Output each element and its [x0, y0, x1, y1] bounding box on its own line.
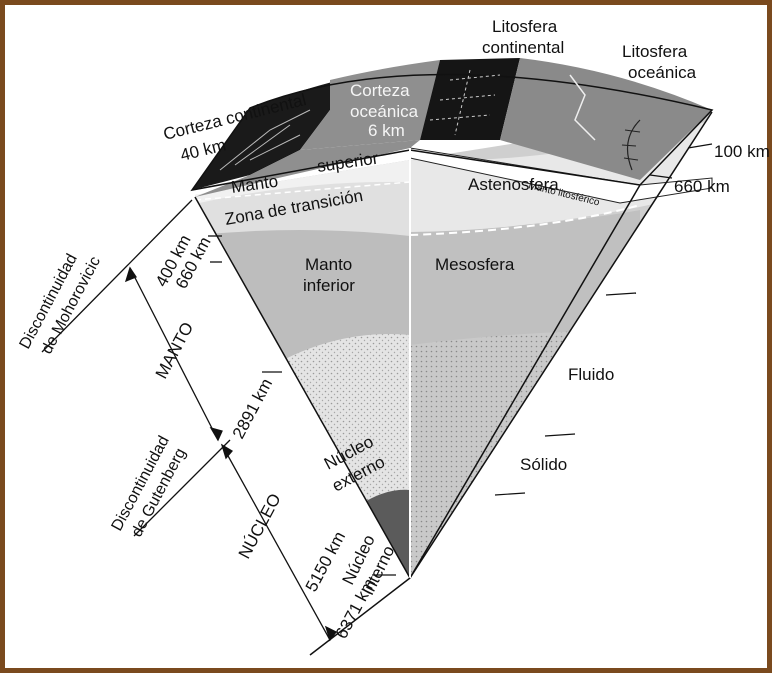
label-litosfera-oceanica-2: oceánica — [628, 63, 697, 82]
label-litosfera-continental-1: Litosfera — [492, 17, 558, 36]
label-corteza-oceanica-2: oceánica — [350, 102, 419, 121]
label-corteza-oceanica-1: Corteza — [350, 81, 410, 100]
label-manto-inferior-2: inferior — [303, 276, 355, 295]
label-litosfera-oceanica-1: Litosfera — [622, 42, 688, 61]
axis-label-nucleo: NÚCLEO — [235, 490, 285, 561]
label-litosfera-continental-2: continental — [482, 38, 564, 57]
label-mesosfera: Mesosfera — [435, 255, 515, 274]
label-corteza-oceanica-3: 6 km — [368, 121, 405, 140]
depth-2891-km: 2891 km — [229, 375, 276, 441]
label-fluido: Fluido — [568, 365, 614, 384]
depth-5150-km: 5150 km — [302, 528, 349, 594]
label-manto-inferior-1: Manto — [305, 255, 352, 274]
depth-660-km-right: 660 km — [674, 177, 730, 196]
label-solido: Sólido — [520, 455, 567, 474]
depth-100-km: 100 km — [714, 142, 770, 161]
axis-label-manto: MANTO — [152, 319, 197, 382]
